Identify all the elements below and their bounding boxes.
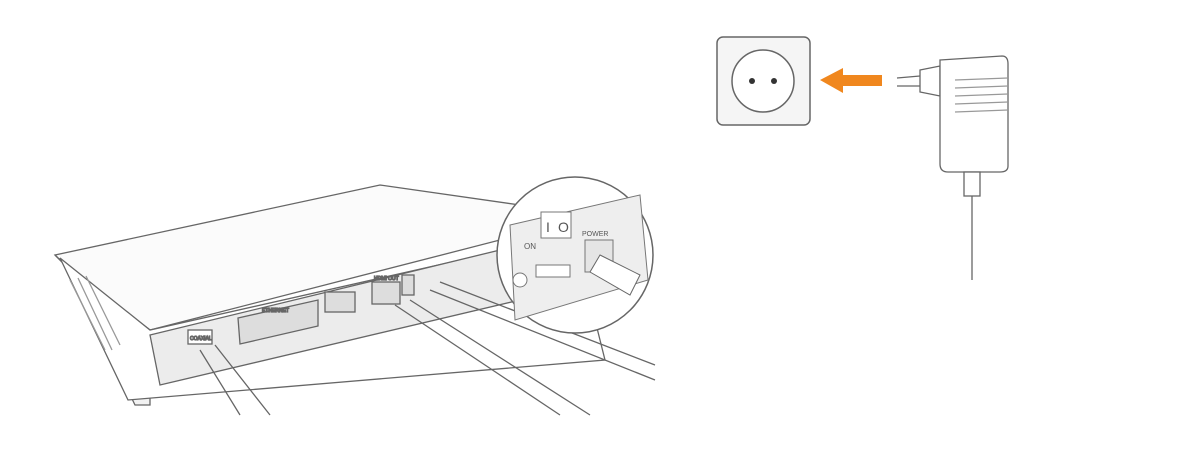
power-adapter [896,55,1009,280]
on-label: ON [524,242,536,251]
coax-port [187,329,213,345]
power-plug [589,254,641,296]
wall-socket [716,36,811,126]
ethernet-ports [237,299,319,345]
power-zoom-panel: I O ON POWER [496,176,654,334]
switch-off-label: O [558,219,569,235]
switch-on-label: I [546,219,550,235]
ethernet-label: ETHERNET [262,308,289,314]
coax-label: COAXIAL [190,336,212,342]
plug-in-arrow-icon [820,68,882,93]
hdmi-port [371,281,401,305]
router: COAXIAL ETHERNET HDMI OUT [53,184,606,406]
on-off-switch [540,211,572,239]
power-label: POWER [582,231,608,238]
hdmi-label: HDMI OUT [374,276,399,282]
